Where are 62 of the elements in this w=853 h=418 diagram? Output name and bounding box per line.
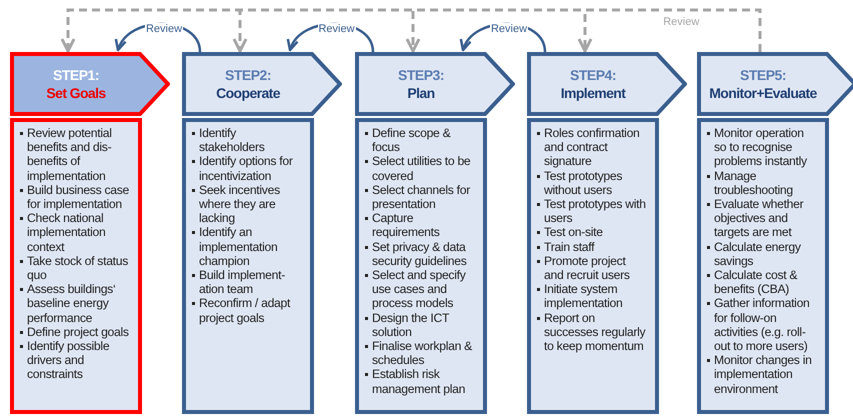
- edge-label: Review: [144, 23, 184, 35]
- task-item: Manage troubleshooting: [714, 168, 794, 198]
- task-list-panel: [697, 118, 829, 414]
- task-list-panel: [10, 118, 142, 414]
- task-item: Identify options for incentivization: [199, 154, 294, 183]
- step-title: Implement: [560, 84, 626, 102]
- task-item: Design the ICT solution: [372, 310, 450, 340]
- task-item: Set privacy & data security guidelines: [372, 240, 468, 268]
- step-title: Monitor+Evaluate: [709, 84, 817, 102]
- chevron-header: [182, 52, 342, 116]
- task-list-panel: [355, 118, 487, 414]
- step-number: STEP1:: [52, 66, 99, 84]
- task-list-panel: [527, 118, 659, 414]
- task-item: Define project goals: [27, 324, 129, 340]
- task-item: Report on successes regularly to keep momentum: [544, 310, 646, 354]
- step-title: Set Goals: [46, 84, 106, 102]
- task-item: Finalise workplan & schedules: [372, 339, 473, 368]
- step-number: STEP4:: [570, 66, 616, 84]
- step-title: Cooperate: [216, 84, 280, 102]
- step-number: STEP2:: [224, 66, 271, 84]
- task-item: Identify stakeholders: [199, 126, 266, 154]
- task-item: Test prototypes without users: [544, 168, 624, 198]
- task-item: Monitor changes in implementation environment: [714, 353, 813, 396]
- task-item: Train staff: [544, 240, 594, 254]
- task-list-panel: [182, 118, 314, 414]
- task-item: Roles confirmation and contract signature: [544, 126, 641, 169]
- task-item: Reconfirm / adapt project goals: [199, 296, 292, 325]
- task-item: Initiate system implementation: [544, 282, 624, 311]
- chevron-header: [355, 52, 515, 116]
- task-item: Evaluate whether objectives and targets are met: [714, 197, 804, 240]
- task-item: Define scope & focus: [372, 126, 452, 154]
- task-item: Take stock of status quo: [27, 254, 130, 282]
- chevron-header: [527, 52, 687, 116]
- chevron-header: [697, 52, 853, 116]
- task-item: Select channels for presentation: [372, 182, 472, 212]
- task-item: Build implement-ation team: [199, 268, 286, 296]
- task-item: Capture requirements: [372, 211, 441, 240]
- step-number: STEP5:: [740, 66, 786, 84]
- task-item: Gather information for follow-on activities (e.g. roll-out to more users): [714, 296, 811, 354]
- task-item: Test on-site: [544, 225, 603, 240]
- task-item: Build business case for implementation: [27, 182, 130, 212]
- task-item: Check national implementation context: [27, 211, 106, 254]
- task-item: Monitor operation so to recognise problems instantly: [714, 126, 808, 169]
- task-item: Test prototypes with users: [544, 197, 647, 226]
- task-item: Establish risk management plan: [372, 367, 466, 396]
- edge-label: Review: [490, 23, 528, 35]
- task-item: Promote project and recruit users: [544, 254, 631, 282]
- task-item: Identify possible drivers and constraints: [27, 339, 110, 382]
- chevron-header: [10, 52, 170, 116]
- task-item: Review potential benefits and dis-benefits of implementation: [27, 126, 113, 183]
- edge-label: Review: [317, 23, 356, 35]
- task-item: Calculate cost & benefits (CBA): [714, 268, 798, 296]
- dashed-arrow: [578, 8, 762, 52]
- task-item: Select utilities to be covered: [372, 154, 472, 183]
- task-item: Seek incentives where they are lacking: [199, 182, 281, 226]
- step-title: Plan: [407, 84, 435, 102]
- edge-label: Review: [662, 16, 700, 28]
- task-item: Assess buildings‘ baseline energy performance: [27, 282, 116, 325]
- task-item: Calculate energy savings: [714, 240, 802, 268]
- task-item: Identify an implementation champion: [199, 225, 278, 268]
- step-number: STEP3:: [398, 66, 444, 84]
- task-item: Select and specify use cases and process models: [372, 268, 467, 311]
